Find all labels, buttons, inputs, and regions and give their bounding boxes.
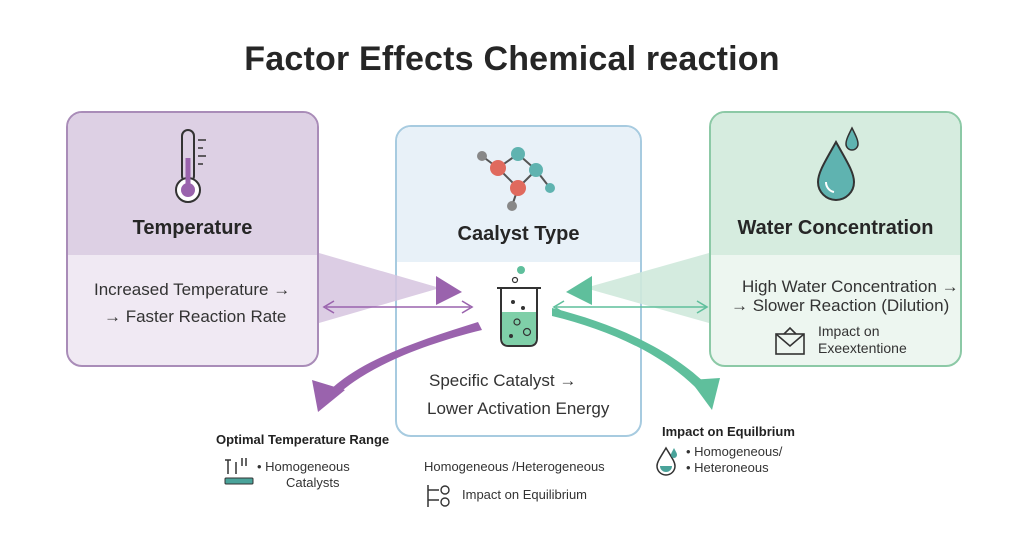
water-line-2: → Slower Reaction (Dilution) [731, 296, 950, 315]
temperature-heading: Temperature [132, 217, 253, 239]
below-right-item-2: • Heteroneous [686, 460, 769, 475]
catalyst-heading: Caalyst Type [457, 223, 580, 245]
below-left-item-1: • Homogeneous [257, 459, 350, 474]
below-left-item-2: Catalysts [286, 475, 340, 490]
water-note-2: Exeextentione [818, 340, 907, 356]
water-line-1: High Water Concentration → [742, 277, 959, 296]
thermometer-icon [175, 129, 206, 203]
envelope-icon [775, 326, 805, 355]
equilibrium-icon [427, 485, 450, 507]
temperature-wedge-arrow [319, 253, 440, 323]
water-arrowhead [566, 276, 592, 305]
purple-curved-arrow [328, 322, 482, 396]
below-center-line-1: Homogeneous /Heterogeneous [424, 459, 605, 474]
catalyst-line-1: Specific Catalyst → [429, 371, 577, 390]
molecule-icon [477, 147, 555, 211]
temperature-line-2: → Faster Reaction Rate [104, 307, 287, 326]
water-heading: Water Concentration [737, 217, 934, 239]
water-wedge-arrow [585, 253, 709, 323]
below-center-line-2: Impact on Equilibrium [462, 487, 587, 502]
temperature-panel [66, 111, 319, 367]
water-note-1: Impact on [818, 323, 880, 339]
temperature-arrowhead [436, 276, 462, 305]
beaker-icon [497, 266, 541, 347]
impact-equilibrium-title: Impact on Equilbrium [662, 424, 795, 439]
catalyst-line-2: Lower Activation Energy [427, 399, 610, 418]
temperature-line-1: Increased Temperature → [94, 280, 291, 299]
below-right-item-1: • Homogeneous/ [686, 444, 783, 459]
lab-rack-icon [224, 458, 254, 485]
green-curved-arrow [552, 308, 708, 392]
water-drop-icon [816, 126, 859, 201]
optimal-temperature-title: Optimal Temperature Range [216, 432, 390, 447]
small-drop-icon [656, 446, 677, 476]
page-title: Factor Effects Chemical reaction [244, 40, 780, 78]
